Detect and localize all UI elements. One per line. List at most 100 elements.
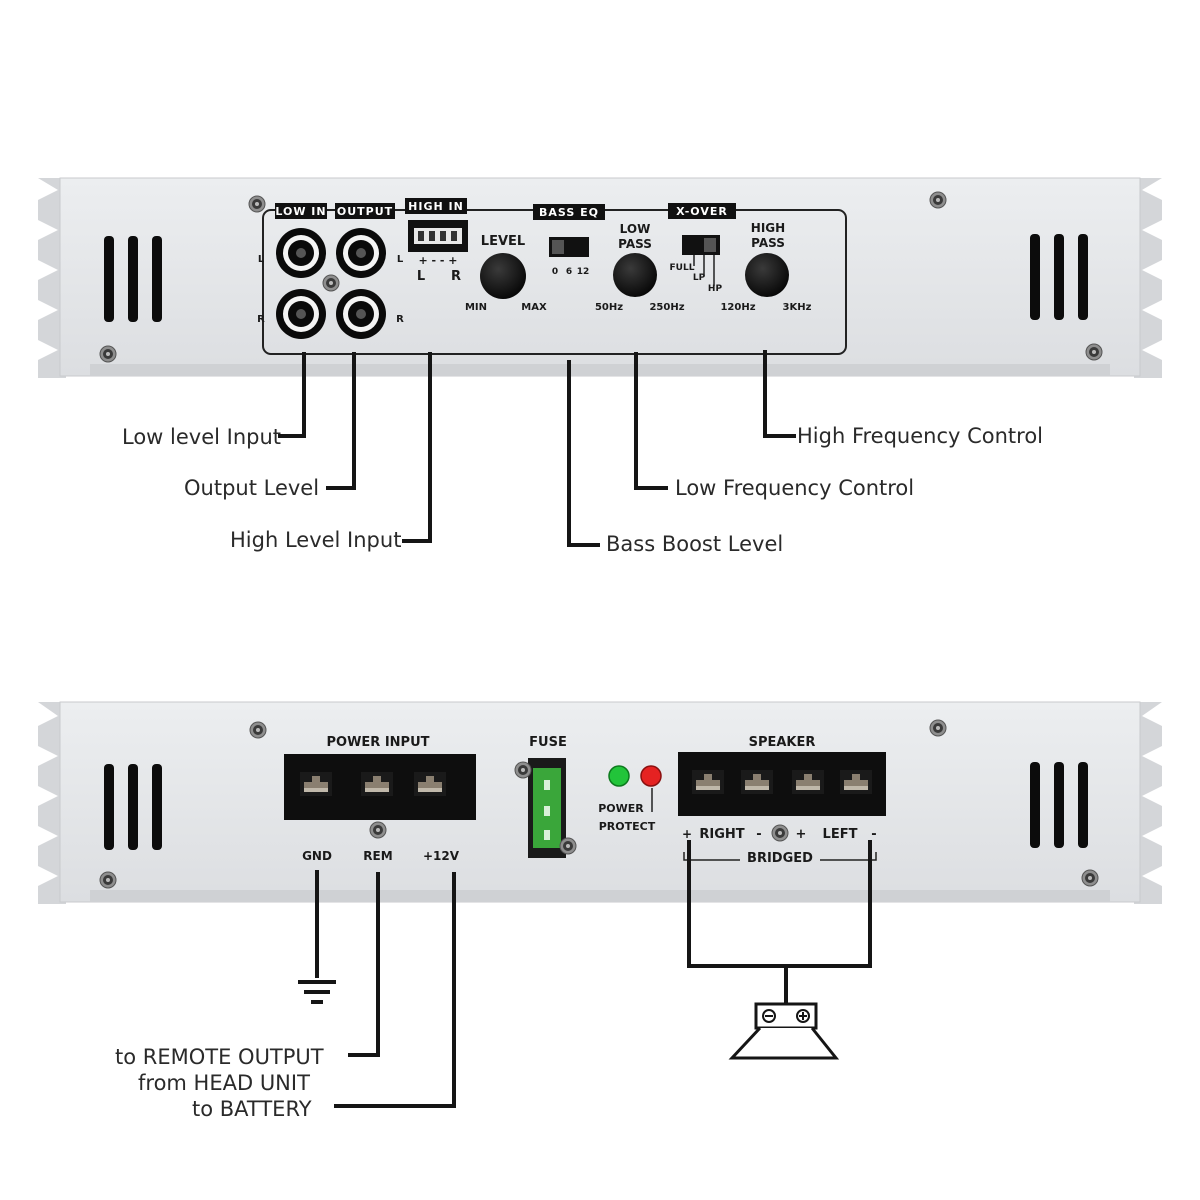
hp-120hz-label: 120Hz (720, 302, 755, 313)
low-in-badge (275, 203, 327, 219)
bass-boost-level-callout: Bass Boost Level (606, 532, 783, 556)
screw-icon (1081, 869, 1099, 887)
output-badge (335, 203, 395, 219)
level-max-label: MAX (521, 302, 547, 313)
output-left-rca-jack[interactable] (336, 228, 386, 278)
output-level-callout: Output Level (184, 476, 319, 500)
bass-eq-switch[interactable] (549, 237, 589, 257)
x-over-switch[interactable] (682, 235, 720, 255)
screw-icon (99, 345, 117, 363)
high-in-label: HIGH IN (408, 200, 464, 213)
screw-icon (369, 821, 387, 839)
bass-eq-badge (533, 204, 605, 220)
remote-output-callout: to REMOTE OUTPUT (115, 1045, 324, 1069)
screw-icon (248, 195, 266, 213)
high-in-connector[interactable] (408, 220, 468, 252)
protect-led-label: PROTECT (599, 820, 656, 833)
screw-icon (322, 274, 340, 292)
hp-3khz-label: 3KHz (783, 302, 812, 313)
power-led-label: POWER (598, 802, 644, 815)
gnd-terminal[interactable] (300, 772, 332, 796)
rem-terminal[interactable] (361, 772, 393, 796)
plus12v-label: +12V (423, 849, 460, 863)
low-pass-knob[interactable] (613, 253, 657, 297)
left-label: LEFT (823, 827, 858, 842)
gnd-label: GND (302, 849, 332, 863)
side-r-marker: R (257, 314, 265, 325)
protect-led-icon (640, 765, 662, 787)
right-plus-terminal[interactable] (741, 770, 773, 794)
side-r-marker: R (396, 314, 404, 325)
low-pass-label-2: PASS (618, 237, 652, 251)
screw-icon (99, 871, 117, 889)
low-in-left-rca-jack[interactable] (276, 228, 326, 278)
rem-label: REM (363, 849, 392, 863)
low-pass-label-1: LOW (620, 222, 651, 236)
bottom-amplifier-panel: POWER INPUT GND REM +12V FUSE POWER PROT… (38, 701, 1162, 904)
bottom-left-vent-icon (104, 764, 162, 850)
level-knob[interactable] (480, 253, 526, 299)
top-callout-lines (278, 350, 796, 547)
x-over-badge (668, 203, 736, 219)
speaker-icon (728, 1002, 840, 1060)
low-level-input-callout: Low level Input (122, 425, 281, 449)
speaker-label: SPEAKER (749, 735, 816, 750)
left-plus-terminal[interactable] (840, 770, 872, 794)
top-heatsink-left (38, 178, 66, 378)
speaker-minus-marker: - (871, 827, 876, 842)
level-min-label: MIN (465, 302, 487, 313)
xover-hp-label: HP (708, 284, 723, 294)
x-over-label: X-OVER (676, 205, 728, 218)
bass-eq-label: BASS EQ (539, 206, 599, 219)
high-in-polarity: + - - + (418, 254, 457, 267)
power-led-icon (608, 765, 630, 787)
plus12v-terminal[interactable] (414, 772, 446, 796)
top-left-vent-icon (104, 236, 162, 322)
bridged-label: BRIDGED (747, 851, 813, 866)
high-level-input-callout: High Level Input (230, 528, 401, 552)
speaker-plus-marker: + (682, 827, 692, 841)
side-l-marker: L (397, 254, 404, 265)
bottom-heatsink-right (1134, 702, 1162, 904)
bottom-heatsink-left (38, 702, 66, 904)
top-right-vent-icon (1030, 234, 1088, 320)
speaker-minus-marker: - (756, 827, 761, 842)
high-pass-label-2: PASS (751, 236, 785, 250)
head-unit-callout: from HEAD UNIT (138, 1071, 310, 1095)
xover-full-label: FULL (670, 263, 695, 273)
fuse-label: FUSE (529, 735, 567, 750)
xover-lp-label: LP (693, 273, 706, 283)
bottom-right-vent-icon (1030, 762, 1088, 848)
bass-12-label: 12 (577, 267, 590, 277)
high-in-badge (405, 198, 467, 214)
bass-6-label: 6 (566, 267, 572, 277)
screw-icon (929, 719, 947, 737)
top-heatsink-right (1134, 178, 1162, 378)
screw-icon (514, 761, 532, 779)
left-minus-terminal[interactable] (792, 770, 824, 794)
level-label: LEVEL (481, 234, 525, 249)
right-minus-terminal[interactable] (692, 770, 724, 794)
lp-50hz-label: 50Hz (595, 302, 623, 313)
bottom-wiring (298, 840, 872, 1108)
low-in-right-rca-jack[interactable] (276, 289, 326, 339)
lp-250hz-label: 250Hz (649, 302, 684, 313)
speaker-plus-marker: + (796, 827, 807, 842)
screw-icon (1085, 343, 1103, 361)
power-input-label: POWER INPUT (326, 735, 429, 750)
fuse-holder[interactable] (528, 758, 566, 858)
battery-callout: to BATTERY (192, 1097, 312, 1121)
output-label: OUTPUT (337, 205, 393, 218)
right-label: RIGHT (699, 827, 744, 842)
screw-icon (771, 824, 789, 842)
side-l-marker: L (258, 254, 265, 265)
low-frequency-control-callout: Low Frequency Control (675, 476, 914, 500)
screw-icon (929, 191, 947, 209)
high-in-l-label: L (417, 269, 425, 284)
output-right-rca-jack[interactable] (336, 289, 386, 339)
high-pass-knob[interactable] (745, 253, 789, 297)
ground-symbol-icon (298, 980, 336, 1004)
screw-icon (559, 837, 577, 855)
low-in-label: LOW IN (275, 205, 326, 218)
